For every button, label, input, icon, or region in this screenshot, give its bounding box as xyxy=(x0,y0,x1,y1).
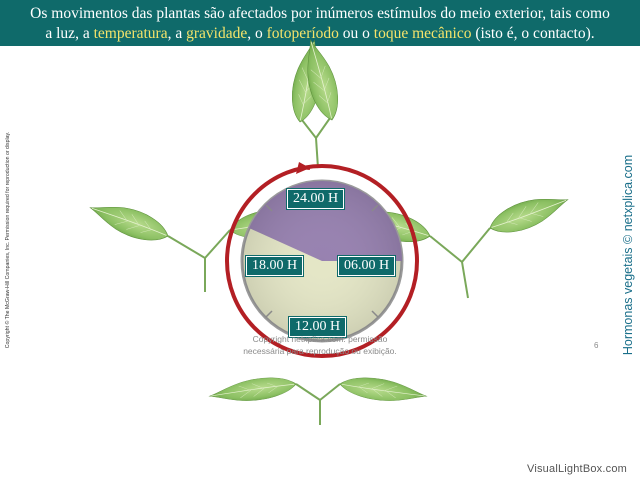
plant-top xyxy=(286,36,346,169)
plant-right xyxy=(346,186,573,299)
plant-bottom xyxy=(207,372,429,425)
cycle-ring xyxy=(225,162,419,358)
time-label-24h: 24.00 H xyxy=(287,189,345,209)
plant-left xyxy=(85,194,315,292)
banner-line-1: Os movimentos das plantas são afectados … xyxy=(30,5,610,22)
footer-line-1: Copyright netxplica.com: permissão xyxy=(252,334,388,344)
time-label-18h: 18.00 H xyxy=(246,256,304,276)
watermark: VisualLightBox.com xyxy=(527,463,628,475)
title-banner: Os movimentos das plantas são afectados … xyxy=(0,0,640,46)
time-label-12h: 12.00 H xyxy=(289,317,347,337)
highlight-fotoperiodo: fotoperíodo xyxy=(266,25,339,42)
page-number: 6 xyxy=(594,341,599,350)
banner-line-2: a luz, a temperatura, a gravidade, o fot… xyxy=(45,25,595,42)
time-label-06h: 06.00 H xyxy=(338,256,396,276)
highlight-temperatura: temperatura xyxy=(93,25,168,42)
highlight-gravidade: gravidade xyxy=(186,25,248,42)
footer-line-2: necessária para reprodução ou exibição. xyxy=(243,346,397,356)
footer-copyright: Copyright netxplica.com: permissão neces… xyxy=(200,333,440,357)
highlight-toque: toque mecânico xyxy=(373,25,472,42)
